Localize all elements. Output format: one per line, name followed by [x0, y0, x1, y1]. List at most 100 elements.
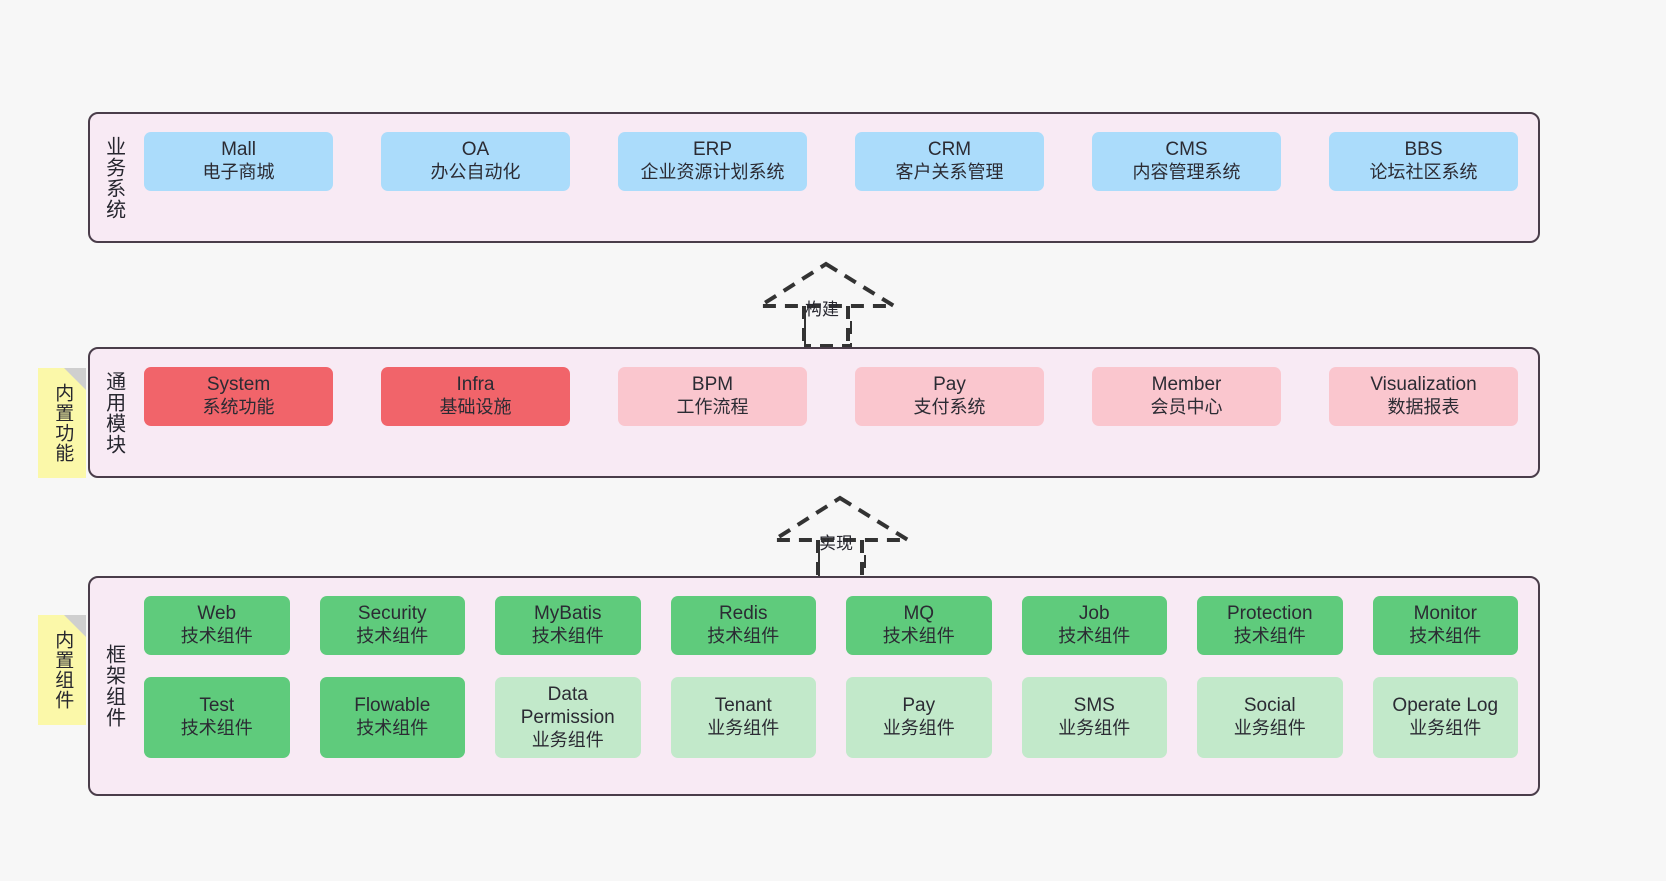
node-row: Web 技术组件 Security 技术组件 MyBatis 技术组件 Redi… — [144, 596, 1518, 655]
relation-label-implement: 实现 — [819, 534, 853, 553]
node-title: System — [206, 374, 271, 395]
node-title: Redis — [718, 603, 768, 624]
node-tenant[interactable]: Tenant 业务组件 — [670, 676, 816, 759]
node-erp[interactable]: ERP 企业资源计划系统 — [618, 132, 807, 191]
node-subtitle: 业务组件 — [707, 718, 780, 739]
node-cms[interactable]: CMS 内容管理系统 — [1092, 132, 1281, 191]
node-subtitle: 系统功能 — [202, 397, 275, 418]
note-fold-corner-icon — [64, 368, 86, 390]
node-operate-log[interactable]: Operate Log 业务组件 — [1372, 676, 1518, 759]
note-builtin-functions[interactable]: 内置功能 — [38, 368, 86, 478]
note-fold-corner-icon — [64, 615, 86, 637]
node-row: Test 技术组件 Flowable 技术组件 Data Permission … — [144, 676, 1518, 759]
node-oa[interactable]: OA 办公自动化 — [381, 132, 570, 191]
layer-framework-components[interactable]: 框架组件 Web 技术组件 Security 技术组件 MyBatis 技术组件 — [88, 576, 1540, 796]
node-pay-component[interactable]: Pay 业务组件 — [846, 676, 992, 759]
node-title: MyBatis — [533, 603, 602, 624]
node-infra[interactable]: Infra 基础设施 — [381, 367, 570, 426]
node-redis[interactable]: Redis 技术组件 — [670, 596, 816, 655]
layer-label-framework-components: 框架组件 — [102, 644, 125, 728]
node-title: Mall — [221, 139, 256, 160]
relation-build-shaft — [802, 318, 854, 348]
node-bbs[interactable]: BBS 论坛社区系统 — [1329, 132, 1518, 191]
node-subtitle: 论坛社区系统 — [1369, 162, 1478, 183]
dashed-realization-arrow-icon — [767, 495, 916, 578]
node-monitor[interactable]: Monitor 技术组件 — [1372, 596, 1518, 655]
note-builtin-components[interactable]: 内置组件 — [38, 615, 86, 725]
node-crm[interactable]: CRM 客户关系管理 — [855, 132, 1044, 191]
node-title: Security — [357, 603, 427, 624]
node-title: Operate Log — [1392, 695, 1499, 717]
layer-body-business-systems: Mall 电子商城 OA 办公自动化 ERP 企业资源计划系统 CRM 客户关系… — [136, 114, 1538, 241]
node-subtitle: 内容管理系统 — [1132, 162, 1241, 183]
node-subtitle: 技术组件 — [356, 718, 429, 739]
node-web[interactable]: Web 技术组件 — [144, 596, 290, 655]
node-subtitle: 企业资源计划系统 — [640, 162, 785, 183]
node-title: Pay — [933, 374, 966, 395]
node-member[interactable]: Member 会员中心 — [1092, 367, 1281, 426]
node-subtitle: 业务组件 — [1409, 718, 1482, 739]
node-flowable[interactable]: Flowable 技术组件 — [319, 676, 465, 759]
node-social[interactable]: Social 业务组件 — [1197, 676, 1343, 759]
node-visualization[interactable]: Visualization 数据报表 — [1329, 367, 1518, 426]
node-data-permission[interactable]: Data Permission 业务组件 — [495, 676, 641, 759]
node-subtitle: 会员中心 — [1150, 397, 1223, 418]
dashed-realization-arrow-icon — [753, 261, 902, 344]
node-subtitle: 技术组件 — [882, 626, 955, 647]
node-title: Protection — [1226, 603, 1313, 624]
node-test[interactable]: Test 技术组件 — [144, 676, 290, 759]
layer-body-common-modules: System 系统功能 Infra 基础设施 BPM 工作流程 Pay 支付系统 — [136, 349, 1538, 476]
node-sms[interactable]: SMS 业务组件 — [1021, 676, 1167, 759]
node-bpm[interactable]: BPM 工作流程 — [618, 367, 807, 426]
node-subtitle: 技术组件 — [1058, 626, 1131, 647]
layer-business-systems[interactable]: 业务系统 Mall 电子商城 OA 办公自动化 ERP 企业资源计划系统 — [88, 112, 1540, 243]
layer-label-common-modules: 通用模块 — [102, 370, 125, 455]
node-job[interactable]: Job 技术组件 — [1021, 596, 1167, 655]
node-subtitle: 数据报表 — [1387, 397, 1460, 418]
node-system[interactable]: System 系统功能 — [144, 367, 333, 426]
node-subtitle: 技术组件 — [531, 626, 604, 647]
node-title: Visualization — [1370, 374, 1477, 395]
node-subtitle: 业务组件 — [1058, 718, 1131, 739]
node-subtitle: 业务组件 — [1233, 718, 1306, 739]
node-subtitle: 技术组件 — [1233, 626, 1306, 647]
node-subtitle: 客户关系管理 — [895, 162, 1004, 183]
node-title: BPM — [691, 374, 734, 395]
node-row: System 系统功能 Infra 基础设施 BPM 工作流程 Pay 支付系统 — [144, 367, 1518, 426]
node-title: Test — [199, 695, 235, 717]
node-subtitle: 工作流程 — [676, 397, 749, 418]
layer-common-modules[interactable]: 通用模块 System 系统功能 Infra 基础设施 BPM 工作流程 — [88, 347, 1540, 478]
note-text: 内置功能 — [52, 383, 74, 463]
node-title: OA — [461, 139, 490, 160]
node-subtitle: 技术组件 — [707, 626, 780, 647]
node-row: Mall 电子商城 OA 办公自动化 ERP 企业资源计划系统 CRM 客户关系… — [144, 132, 1518, 191]
node-title: Web — [197, 603, 237, 624]
node-title: ERP — [692, 139, 733, 160]
layer-label-business-systems: 业务系统 — [102, 135, 125, 220]
node-title: Tenant — [714, 695, 772, 717]
node-title: Member — [1151, 374, 1222, 395]
node-title: Social — [1243, 695, 1296, 717]
node-subtitle: 支付系统 — [913, 397, 986, 418]
node-subtitle: 业务组件 — [882, 718, 955, 739]
node-mq[interactable]: MQ 技术组件 — [846, 596, 992, 655]
relation-label-build: 构建 — [805, 300, 839, 319]
node-mybatis[interactable]: MyBatis 技术组件 — [495, 596, 641, 655]
node-pay-module[interactable]: Pay 支付系统 — [855, 367, 1044, 426]
node-title: MQ — [903, 603, 935, 624]
node-subtitle: 办公自动化 — [430, 162, 521, 183]
node-security[interactable]: Security 技术组件 — [319, 596, 465, 655]
node-subtitle: 业务组件 — [531, 729, 604, 750]
node-subtitle: 技术组件 — [180, 626, 253, 647]
node-title: Flowable — [354, 695, 431, 717]
node-title: SMS — [1073, 695, 1115, 717]
node-title: CMS — [1165, 139, 1208, 160]
node-mall[interactable]: Mall 电子商城 — [144, 132, 333, 191]
relation-build: 构建 — [753, 258, 904, 344]
node-title: Data Permission — [520, 683, 615, 728]
node-subtitle: 技术组件 — [356, 626, 429, 647]
node-protection[interactable]: Protection 技术组件 — [1197, 596, 1343, 655]
layer-body-framework-components: Web 技术组件 Security 技术组件 MyBatis 技术组件 Redi… — [136, 578, 1538, 794]
relation-implement: 实现 — [767, 492, 918, 578]
